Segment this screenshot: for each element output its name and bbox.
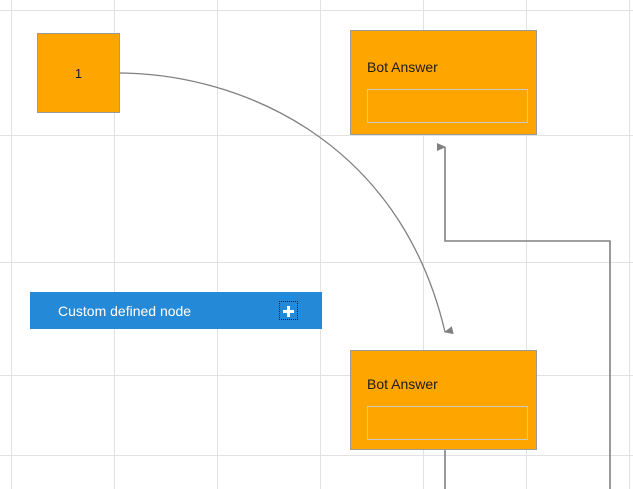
bot-answer-node-bottom[interactable]: Bot Answer (350, 350, 537, 450)
start-node[interactable]: 1 (37, 33, 120, 113)
plus-icon-vertical-bar (287, 305, 290, 317)
bot-answer-node-top-field[interactable] (367, 89, 528, 123)
start-node-label: 1 (74, 65, 83, 81)
gridline-horizontal (0, 375, 633, 376)
plus-icon[interactable] (279, 301, 298, 320)
bot-answer-node-bottom-title: Bot Answer (367, 376, 438, 392)
bot-answer-node-top[interactable]: Bot Answer (350, 30, 537, 135)
custom-defined-node-label: Custom defined node (58, 302, 192, 319)
bot-answer-node-top-title: Bot Answer (367, 59, 438, 75)
gridline-vertical (114, 0, 115, 489)
gridline-horizontal (0, 10, 633, 11)
gridline-horizontal (0, 455, 633, 456)
gridline-vertical (629, 0, 630, 489)
gridline-horizontal (0, 262, 633, 263)
gridline-vertical (320, 0, 321, 489)
custom-defined-node-bar[interactable]: Custom defined node (30, 292, 322, 329)
bot-answer-node-bottom-field[interactable] (367, 406, 528, 440)
gridline-horizontal (0, 135, 633, 136)
gridline-vertical (217, 0, 218, 489)
gridline-vertical (11, 0, 12, 489)
